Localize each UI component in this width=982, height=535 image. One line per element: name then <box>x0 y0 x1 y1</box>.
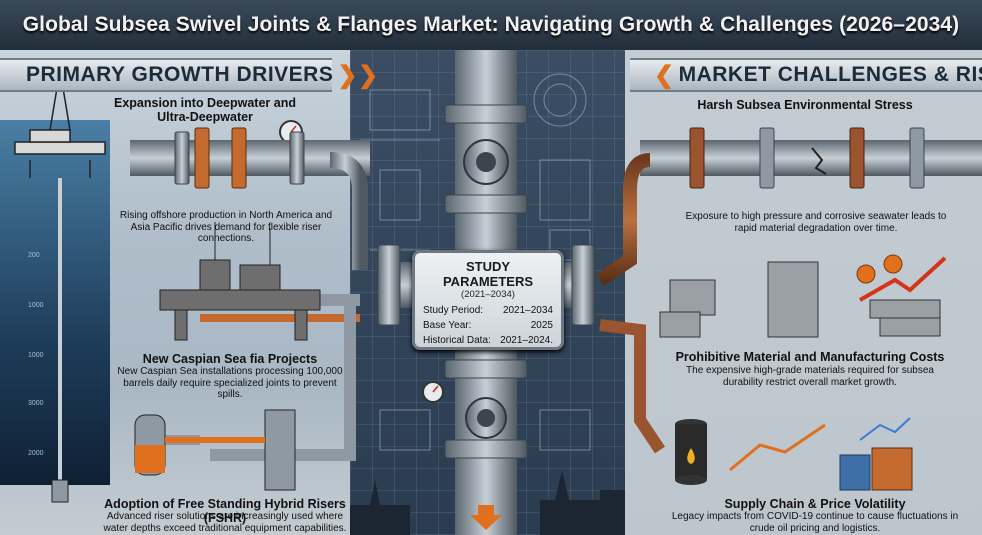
depth-label: 2000 <box>28 450 44 457</box>
chevron-right-icon: ❯❯ <box>337 61 379 89</box>
challenges-header-label: MARKET CHALLENGES & RISKS <box>678 63 982 86</box>
param-label: Historical Data: <box>423 335 491 346</box>
param-row: Study Period: 2021–2034 <box>423 303 553 318</box>
param-label: Base Year: <box>423 320 472 331</box>
driver-3-title: Adoption of Free Standing Hybrid Risers … <box>104 497 346 525</box>
challenge-2-title: Prohibitive Material and Manufacturing C… <box>675 350 945 364</box>
driver-2-desc: New Caspian Sea installations processing… <box>117 366 343 400</box>
study-parameters-range: (2021–2034) <box>461 289 515 300</box>
challenge-1-desc: Exposure to high pressure and corrosive … <box>685 211 947 234</box>
depth-label: 1000 <box>28 352 44 359</box>
growth-drivers-header: PRIMARY GROWTH DRIVERS ❯❯ <box>0 58 378 92</box>
challenge-3-title: Supply Chain & Price Volatility <box>724 497 906 511</box>
chevron-left-icon: ❮ <box>654 61 675 89</box>
depth-label: 200 <box>28 252 40 259</box>
page-title: Global Subsea Swivel Joints & Flanges Ma… <box>22 13 960 36</box>
param-value: 2021–2034 <box>502 305 553 316</box>
challenges-header: ❮ MARKET CHALLENGES & RISKS <box>630 58 982 92</box>
driver-1-title: Expansion into Deepwater and Ultra-Deepw… <box>114 96 296 124</box>
challenge-1-title: Harsh Subsea Environmental Stress <box>697 98 913 112</box>
param-value: 2025 <box>530 320 553 331</box>
param-row: Base Year: 2025 <box>423 318 553 333</box>
challenge-3-desc: Legacy impacts from COVID-19 continue to… <box>671 511 959 534</box>
driver-3-desc: Advanced riser solutions are increasingl… <box>103 511 347 534</box>
param-label: Study Period: <box>423 305 484 316</box>
growth-drivers-header-label: PRIMARY GROWTH DRIVERS <box>26 63 334 86</box>
depth-label: 3000 <box>28 400 44 407</box>
driver-2-title: New Caspian Sea fia Projects <box>142 352 318 366</box>
study-parameters-box: STUDY PARAMETERS (2021–2034) Study Perio… <box>412 250 564 350</box>
param-row: Historical Data: 2021–2024. <box>423 333 553 348</box>
challenge-2-desc: The expensive high-grade materials requi… <box>686 365 934 388</box>
title-bar: Global Subsea Swivel Joints & Flanges Ma… <box>0 0 982 50</box>
depth-label: 1000 <box>28 302 44 309</box>
param-value: 2021–2024. <box>500 335 553 346</box>
driver-1-desc: Rising offshore production in North Amer… <box>119 210 333 244</box>
study-parameters-title: STUDY PARAMETERS <box>442 259 534 289</box>
ocean-depth-column <box>0 120 110 485</box>
blueprint-drawings <box>350 73 625 535</box>
